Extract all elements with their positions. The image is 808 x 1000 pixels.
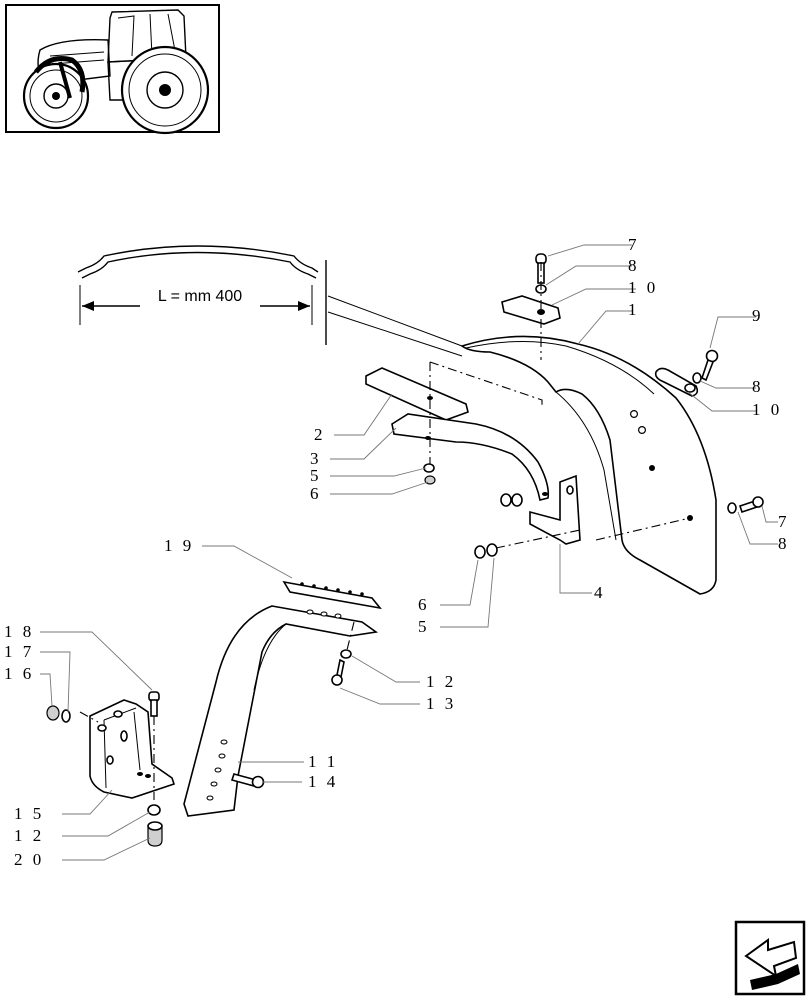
callout-12a: 1 2 [426,672,456,691]
nut-5a [423,463,435,473]
callout-11: 1 1 [308,752,338,771]
bolt-13 [331,674,343,686]
callout-6b: 6 [418,595,430,614]
callout-6a: 6 [310,484,322,503]
washer-12a [340,649,352,659]
callout-7b: 7 [778,512,790,531]
side-washer [692,372,702,384]
previous-page-arrow-icon[interactable] [734,920,806,996]
washer-12b [147,804,161,816]
bracket-15 [89,699,176,799]
callout-5a: 5 [310,466,322,485]
fender-main [460,335,717,595]
bracket-plate-lower [391,413,550,501]
nut-5b [486,543,498,557]
callout-1: 1 [628,300,640,319]
callout-18: 1 8 [4,622,34,641]
callout-8a: 8 [628,256,640,275]
callout-5b: 5 [418,617,430,636]
bracket-plate-upper [365,367,469,421]
callout-10b: 1 0 [752,400,782,419]
side-bolt [701,349,719,382]
nut-16 [46,705,60,721]
top-plate-19 [282,580,382,610]
callout-12b: 1 2 [14,826,44,845]
callout-2: 2 [314,425,326,444]
callout-20: 2 0 [14,850,44,869]
callout-8c: 8 [778,534,790,553]
washer-6b [474,545,486,559]
dimension-label: L = mm 400 [158,288,242,305]
bolt-14 [251,775,265,789]
callout-8b: 8 [752,377,764,396]
callout-17: 1 7 [4,642,34,661]
leader-lines [40,244,778,861]
callout-16: 1 6 [4,664,34,683]
callout-7a: 7 [628,235,640,254]
callout-9: 9 [752,306,764,325]
callout-15: 1 5 [14,804,44,823]
callout-13: 1 3 [426,694,456,713]
callout-14: 1 4 [308,772,338,791]
callout-numbers: 7 8 1 0 1 9 8 1 0 2 3 5 6 7 8 4 6 5 1 9 … [4,235,790,869]
callout-10a: 1 0 [628,278,658,297]
washer-17 [61,709,71,723]
callout-3: 3 [310,449,322,468]
callout-4: 4 [594,583,606,602]
tractor-thumbnail [5,4,220,135]
callout-19: 1 9 [164,536,194,555]
top-plate [501,295,561,325]
